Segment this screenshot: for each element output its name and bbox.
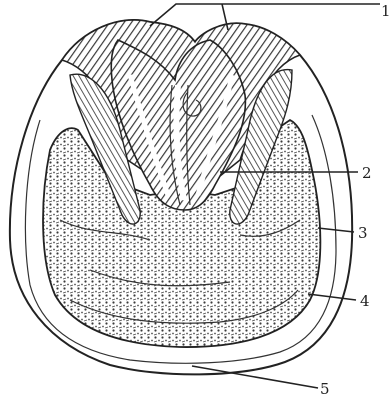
leader-line-1 bbox=[150, 4, 380, 30]
label-2: 2 bbox=[362, 164, 372, 182]
label-1: 1 bbox=[381, 2, 391, 20]
leader-line-4 bbox=[308, 294, 356, 300]
label-4: 4 bbox=[360, 292, 370, 310]
label-5: 5 bbox=[320, 380, 330, 398]
label-3: 3 bbox=[358, 224, 368, 242]
